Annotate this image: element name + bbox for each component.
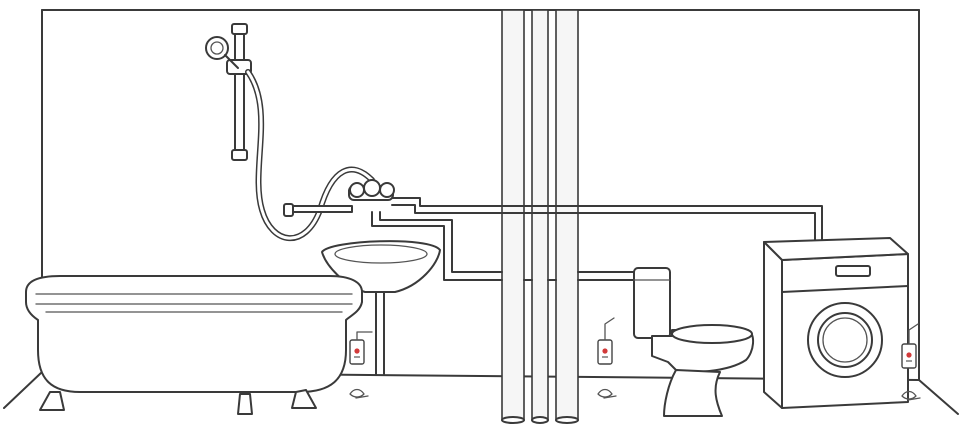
supply-pipes bbox=[372, 198, 822, 280]
mixer-faucet-icon bbox=[284, 180, 394, 216]
leak-sensor-icon bbox=[350, 332, 372, 364]
water-drop-icon bbox=[350, 390, 368, 399]
riser-pipes-icon bbox=[502, 10, 578, 423]
toilet-icon bbox=[634, 268, 753, 416]
bathtub-icon bbox=[26, 276, 362, 414]
water-drop-icon bbox=[598, 390, 616, 399]
leak-sensor-icon bbox=[598, 318, 614, 364]
washing-machine-icon bbox=[764, 238, 908, 408]
